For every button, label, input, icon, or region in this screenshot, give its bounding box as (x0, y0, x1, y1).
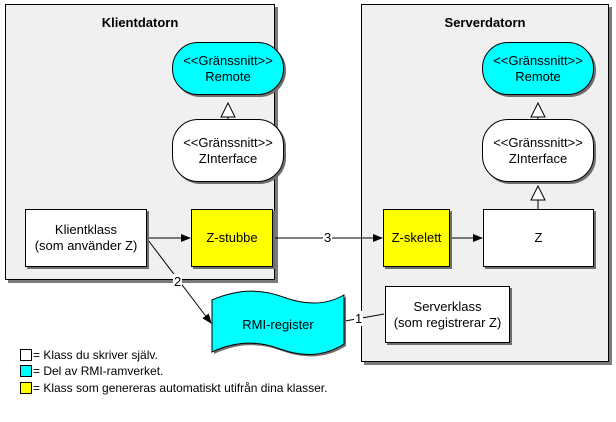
client-remote-name: Remote (205, 68, 251, 84)
server-remote-stereotype: <<Gränssnitt>> (493, 52, 583, 68)
client-remote-interface: <<Gränssnitt>> Remote (172, 42, 284, 95)
registry-label: RMI-register (242, 317, 314, 332)
server-zinterface-stereotype: <<Gränssnitt>> (493, 134, 583, 150)
z-class-label: Z (534, 230, 543, 245)
server-inheritance-triangle-2 (530, 184, 546, 201)
client-remote-stereotype: <<Gränssnitt>> (183, 52, 273, 68)
client-zinterface-name: ZInterface (198, 150, 258, 166)
client-class-name: Klientklass (54, 222, 118, 237)
client-zinterface-stereotype: <<Gränssnitt>> (183, 134, 273, 150)
stub-label: Z-stubbe (206, 230, 258, 245)
legend-swatch-yellow (20, 382, 32, 394)
client-computer-title: Klientdatorn (101, 15, 179, 30)
legend-framework: = Del av RMI-ramverket. (20, 364, 163, 378)
client-class-note: (som använder Z) (34, 238, 138, 253)
server-class-box: Serverklass (som registrerar Z) (385, 286, 510, 343)
edge-label-1: 1 (354, 311, 364, 326)
server-class-name: Serverklass (413, 298, 482, 314)
legend-own-class: = Klass du skriver själv. (20, 348, 158, 362)
legend-generated: = Klass som genereras automatiskt utifrå… (20, 381, 327, 395)
edge-label-2: 2 (173, 274, 183, 289)
skeleton-box: Z-skelett (383, 209, 450, 267)
legend-swatch-cyan (20, 365, 32, 377)
server-computer-title: Serverdatorn (444, 15, 526, 30)
legend-swatch-white (20, 349, 32, 361)
z-class-box: Z (483, 209, 594, 267)
client-inheritance-triangle (220, 101, 236, 118)
client-zinterface: <<Gränssnitt>> ZInterface (172, 119, 284, 182)
stub-box: Z-stubbe (191, 209, 273, 267)
legend-generated-text: = Klass som genereras automatiskt utifrå… (33, 381, 328, 395)
server-zinterface: <<Gränssnitt>> ZInterface (482, 119, 594, 182)
server-remote-name: Remote (515, 68, 561, 84)
server-inheritance-triangle-1 (530, 101, 546, 118)
client-class-box: Klientklass (som använder Z) (25, 209, 147, 267)
legend-framework-text: = Del av RMI-ramverket. (33, 364, 164, 378)
server-zinterface-name: ZInterface (508, 150, 568, 166)
server-remote-interface: <<Gränssnitt>> Remote (482, 42, 594, 95)
skeleton-label: Z-skelett (391, 230, 442, 245)
edge-label-3: 3 (323, 230, 333, 245)
legend-own-class-text: = Klass du skriver själv. (33, 348, 158, 362)
registry-shape (211, 290, 345, 355)
server-class-note: (som registrerar Z) (393, 314, 502, 330)
